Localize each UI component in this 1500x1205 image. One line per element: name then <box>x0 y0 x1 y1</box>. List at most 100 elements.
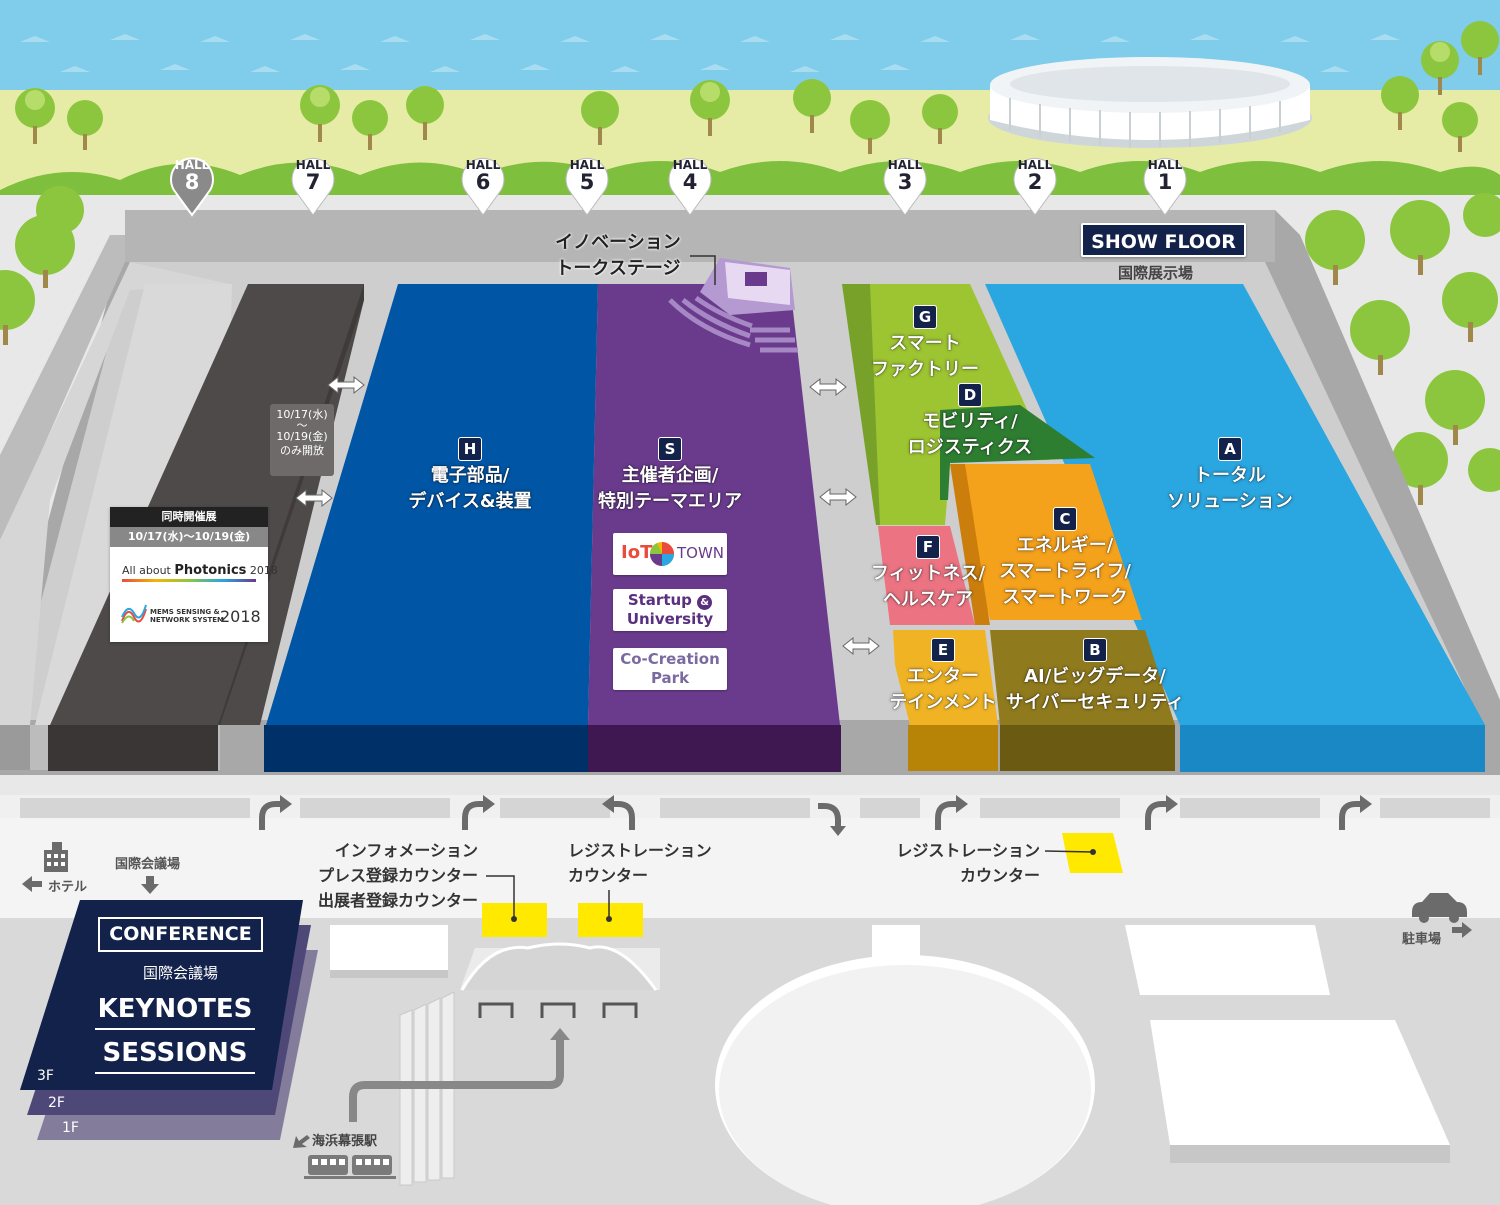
reg1-line2: カウンター <box>568 866 649 885</box>
zone-G-area[interactable] <box>842 284 1050 525</box>
co-creation-park-logo[interactable]: Co-Creation Park <box>613 648 727 690</box>
zone-F-label[interactable]: F フィットネス/ ヘルスケア <box>868 534 988 613</box>
mems-logo-icon <box>121 604 147 624</box>
hall-2-word: HALL <box>1017 158 1053 172</box>
zone-S-label[interactable]: S 主催者企画/ 特別テーマエリア <box>590 436 750 515</box>
connector-arrows <box>295 375 880 656</box>
zone-A-line1: トータル <box>1194 465 1266 486</box>
arrow-right-icon <box>1452 922 1472 938</box>
registration-counter-1-label[interactable]: レジストレーション カウンター <box>568 838 712 888</box>
reg1-line1: レジストレーション <box>568 841 712 860</box>
hall-5-number: 5 <box>579 170 595 194</box>
trees-right <box>1305 193 1500 505</box>
zone-C-label[interactable]: C エネルギー/ スマートライフ/ スマートワーク <box>990 506 1140 611</box>
show-floor-badge[interactable]: SHOW FLOOR <box>1081 223 1246 257</box>
registration-counter-2-label[interactable]: レジストレーション カウンター <box>880 838 1040 888</box>
hall-5-marker[interactable]: HALL 5 <box>565 155 609 217</box>
innovation-stage-label: イノベーション トークステージ <box>548 230 688 282</box>
hall-6-word: HALL <box>465 158 501 172</box>
zone-H-area[interactable] <box>266 284 598 725</box>
hall-1-marker[interactable]: HALL 1 <box>1143 155 1187 217</box>
hotel-label[interactable]: ホテル <box>48 880 88 895</box>
show-floor-subtitle: 国際展示場 <box>1118 264 1194 282</box>
startup-university-logo[interactable]: Startup & University <box>613 589 727 631</box>
zone-A-label[interactable]: A トータル ソリューション <box>1150 436 1310 515</box>
zone-G-line1: スマート <box>889 333 961 354</box>
info-line3: 出展者登録カウンター <box>318 891 479 910</box>
info-counter-label[interactable]: インフォメーション プレス登録カウンター 出展者登録カウンター <box>318 838 478 913</box>
iot-globe-icon <box>649 542 674 566</box>
zone-S-line1: 主催者企画/ <box>621 465 719 486</box>
note-line1: 10/17(水) <box>276 408 328 421</box>
startup-text: Startup <box>627 591 692 609</box>
hall-7-marker[interactable]: HALL 7 <box>291 155 335 217</box>
zone-D-area[interactable] <box>940 405 1095 500</box>
trees-top <box>15 21 1499 154</box>
concurrent-events-panel[interactable]: 同時開催展 10/17(水)〜10/19(金) All about Photon… <box>110 507 278 642</box>
zone-C-letter: C <box>1053 507 1077 531</box>
keynotes-sessions[interactable]: KEYNOTES SESSIONS <box>95 990 255 1074</box>
hall-4-word: HALL <box>672 158 708 172</box>
reg2-line2: カウンター <box>959 866 1040 885</box>
hall-4-marker[interactable]: HALL 4 <box>668 155 712 217</box>
info-line1: インフォメーション <box>334 841 478 860</box>
zone-E-area[interactable] <box>893 630 998 725</box>
hotel-icon <box>44 842 68 872</box>
iot-text: IoT <box>621 542 653 563</box>
conference-subtitle: 国際会議場 <box>142 964 218 982</box>
photonics-logo[interactable]: All about Photonics 2018 <box>122 563 278 578</box>
note-line2: 〜 <box>296 419 308 432</box>
photonics-c: 2018 <box>246 564 278 577</box>
hall-4-number: 4 <box>682 170 698 194</box>
conference-center-label[interactable]: 国際会議場 <box>115 857 181 872</box>
zone-B-area[interactable] <box>990 630 1175 725</box>
zone-A-letter: A <box>1218 437 1242 461</box>
iot-town-logo[interactable]: IoT TOWN <box>613 533 727 575</box>
zone-B-letter: B <box>1083 638 1107 662</box>
conference-badge[interactable]: CONFERENCE <box>98 917 263 952</box>
zone-S-line2: 特別テーマエリア <box>598 491 742 512</box>
innovation-line2: トークステージ <box>555 258 681 279</box>
concurrent-dates: 10/17(水)〜10/19(金) <box>110 527 268 547</box>
hall-6-marker[interactable]: HALL 6 <box>461 155 505 217</box>
note-line3: 10/19(金) <box>276 430 328 443</box>
hall-7-word: HALL <box>295 158 331 172</box>
zone-D-line2: ロジスティクス <box>907 437 1033 458</box>
hall-6-number: 6 <box>475 170 491 194</box>
university-text: University <box>626 610 714 628</box>
hall-8-marker[interactable]: HALL 8 <box>170 155 214 217</box>
photonics-b: Photonics <box>174 563 247 578</box>
zone-C-area[interactable] <box>952 464 1142 620</box>
reg2-line1: レジストレーション <box>896 841 1040 860</box>
floor-1f-label: 1F <box>62 1120 79 1136</box>
zone-E-line2: テインメント <box>889 692 997 713</box>
zone-F-area[interactable] <box>878 526 975 625</box>
zone-G-label[interactable]: G スマート ファクトリー <box>860 304 990 383</box>
zone-E-letter: E <box>931 638 955 662</box>
zone-D-letter: D <box>958 383 982 407</box>
zone-H-label[interactable]: H 電子部品/ デバイス&装置 <box>380 436 560 515</box>
hall7-open-note: 10/17(水) 〜 10/19(金) のみ開放 <box>270 404 334 476</box>
innovation-line1: イノベーション <box>555 232 681 253</box>
zone-B-label[interactable]: B AI/ビッグデータ/ サイバーセキュリティ <box>1000 637 1190 716</box>
arrow-downleft-icon <box>293 1135 310 1148</box>
mems-year: 2018 <box>220 607 261 626</box>
zone-S-letter: S <box>658 437 682 461</box>
hall-3-marker[interactable]: HALL 3 <box>883 155 927 217</box>
conference-3f <box>20 900 303 1090</box>
zone-C-line2: スマートライフ/ <box>998 561 1132 582</box>
info-line2: プレス登録カウンター <box>318 866 479 885</box>
car-icon <box>1412 893 1467 923</box>
hall-2-marker[interactable]: HALL 2 <box>1013 155 1057 217</box>
floor-3f-label: 3F <box>37 1068 54 1084</box>
station-label[interactable]: 海浜幕張駅 <box>312 1134 378 1149</box>
zone-E-label[interactable]: E エンター テインメント <box>888 637 998 716</box>
zone-F-line2: ヘルスケア <box>883 589 973 610</box>
zone-G-letter: G <box>913 305 937 329</box>
sea-waves <box>20 34 1400 72</box>
zone-A-area[interactable] <box>985 284 1485 725</box>
zone-D-label[interactable]: D モビリティ/ ロジスティクス <box>900 382 1040 461</box>
parking-label[interactable]: 駐車場 <box>1402 932 1442 947</box>
arrow-down-icon <box>141 876 159 894</box>
hall-5-word: HALL <box>569 158 605 172</box>
